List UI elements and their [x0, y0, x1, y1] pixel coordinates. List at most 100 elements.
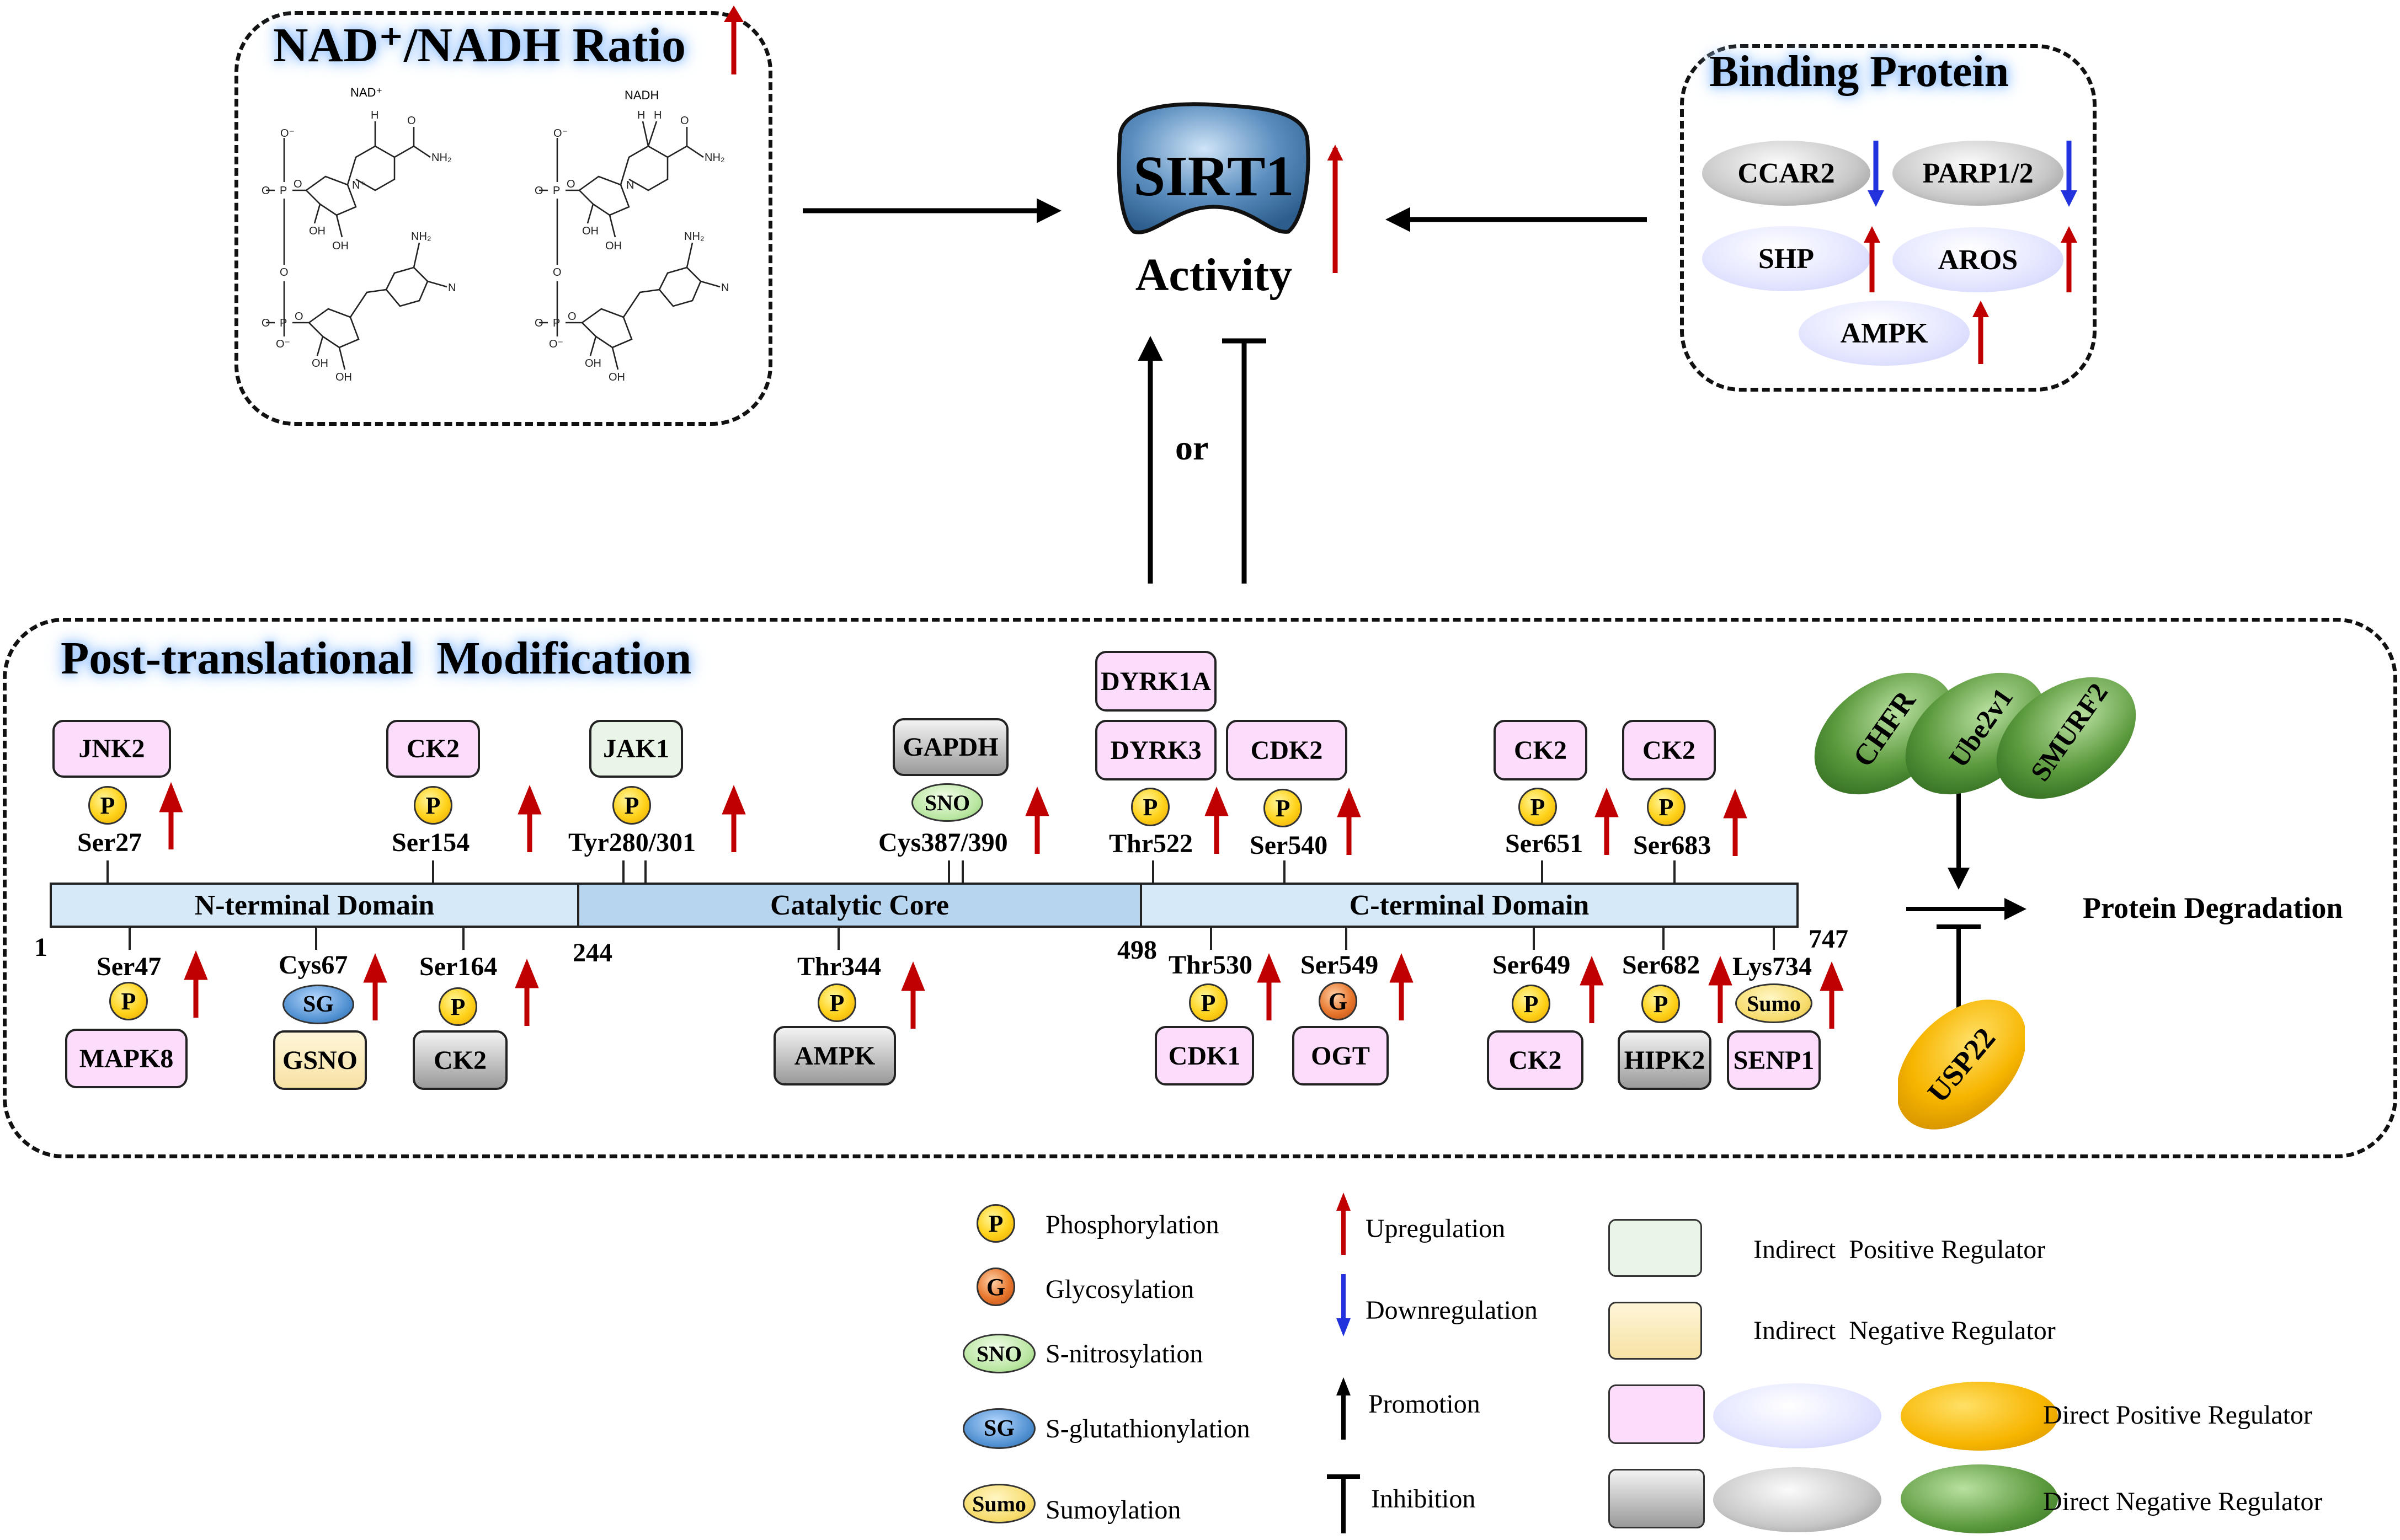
legend-s-nitrosylation: S-nitrosylation	[1046, 1339, 1203, 1368]
up-arrow-ser651	[1594, 788, 1619, 855]
legend-arrow-icons	[1327, 1193, 1360, 1533]
phosphorylation-mark-thr530: P	[1189, 983, 1228, 1022]
nadh-o-bridge: O	[553, 266, 562, 279]
legend-direct-positive-degradation-swatch	[1901, 1382, 2058, 1451]
legend-sumoylation-icon: Sumo	[963, 1484, 1036, 1523]
position-747: 747	[1809, 924, 1848, 954]
phosphorylation-mark-ser164: P	[439, 987, 477, 1026]
site-thr522: Thr522	[1109, 829, 1193, 858]
nad-nh2-2: NH₂	[411, 231, 431, 243]
nad-o-2: O	[295, 311, 303, 323]
site-ser651: Ser651	[1505, 829, 1583, 858]
protein-degradation-label: Protein Degradation	[2083, 891, 2343, 924]
sirt1-label: SIRT1	[1133, 145, 1294, 208]
nad-structure-label: NAD⁺	[350, 85, 383, 99]
nad-ratio-title: NAD⁺/NADH Ratio	[273, 19, 686, 72]
up-arrow-thr344	[901, 961, 925, 1029]
legend-s-nitrosylation-icon: SNO	[963, 1334, 1036, 1373]
ptm-title: Post-translational Modification	[61, 633, 692, 684]
site-tyr280-301: Tyr280/301	[568, 828, 696, 857]
ptm-panel	[3, 618, 2397, 1158]
position-1: 1	[34, 933, 47, 962]
position-244: 244	[573, 938, 612, 967]
site-thr530: Thr530	[1169, 950, 1253, 980]
phosphorylation-mark-ser27: P	[88, 786, 127, 825]
regulator-ampk: AMPK	[774, 1026, 896, 1086]
site-ser47: Ser47	[97, 952, 162, 981]
up-arrow-ser164	[515, 959, 539, 1026]
legend-promotion: Promotion	[1368, 1389, 1480, 1419]
site-ser649: Ser649	[1492, 950, 1571, 980]
regulator-gsno: GSNO	[273, 1030, 367, 1090]
binding-protein-title: Binding Protein	[1709, 47, 2009, 96]
regulator-dyrk1a: DYRK1A	[1095, 651, 1217, 712]
legend-downregulation-icon	[1336, 1274, 1351, 1336]
regulator-ck2-ser649: CK2	[1487, 1030, 1583, 1090]
legend-indirect-negative: Indirect Negative Regulator	[1753, 1316, 2056, 1345]
binding-protein-panel	[1680, 44, 2097, 392]
legend-downregulation: Downregulation	[1366, 1296, 1538, 1325]
nadh-oh-3: OH	[609, 371, 625, 383]
nadh-n: N	[626, 179, 634, 191]
c-terminal-domain: C-terminal Domain	[1140, 883, 1799, 928]
legend-indirect-negative-swatch	[1608, 1302, 1702, 1360]
nadh-structure-label: NADH	[625, 88, 659, 102]
regulator-ck2-ser154: CK2	[386, 720, 480, 778]
site-ser540: Ser540	[1250, 831, 1328, 860]
legend-s-glutathionylation: S-glutathionylation	[1046, 1414, 1250, 1443]
glycosylation-mark-ser549: G	[1319, 982, 1357, 1020]
degradation-ligase-ovals	[1814, 672, 2136, 799]
legend-direct-positive-oval-swatch	[1713, 1383, 1881, 1448]
legend-direct-negative: Direct Negative Regulator	[2043, 1487, 2323, 1516]
site-ser154: Ser154	[392, 828, 470, 857]
nadh-p-2: P	[553, 317, 560, 329]
up-arrow-cys67	[363, 953, 387, 1020]
nadh-o-amide: O	[680, 115, 689, 127]
up-arrow-lys734	[1820, 961, 1844, 1029]
usp22-oval	[1898, 999, 2025, 1130]
phosphorylation-mark-thr344: P	[818, 983, 856, 1022]
nad-structure: O⁻ O P O O O P O O⁻ N⁺ H NH₂ O OH OH NH₂…	[262, 109, 456, 383]
nad-n-plus: N⁺	[352, 179, 366, 191]
legend-sumoylation: Sumoylation	[1046, 1495, 1181, 1525]
or-label: or	[1175, 428, 1209, 467]
phosphorylation-mark-ser154: P	[414, 786, 452, 825]
nadh-o-minus-top: O⁻	[553, 127, 568, 140]
nadh-h-1: H	[637, 109, 645, 121]
nad-h: H	[371, 109, 378, 121]
site-ser682: Ser682	[1622, 950, 1700, 980]
nadh-o-2: O	[568, 311, 577, 323]
legend-inhibition-icon	[1327, 1474, 1360, 1533]
nadh-o-minus-bottom: O⁻	[549, 338, 563, 350]
up-arrow-ser683	[1723, 789, 1747, 856]
up-arrow-ser649	[1580, 956, 1604, 1023]
regulator-dyrk3: DYRK3	[1095, 720, 1217, 780]
regulator-cdk1: CDK1	[1155, 1026, 1254, 1086]
legend-s-glutathionylation-icon: SG	[963, 1408, 1036, 1449]
nad-oh-2: OH	[309, 225, 326, 237]
phosphorylation-mark-ser649: P	[1512, 985, 1550, 1023]
nad-o-minus-top: O⁻	[280, 127, 295, 140]
phosphorylation-mark-ser540: P	[1263, 789, 1302, 827]
nadh-nh2-2: NH₂	[684, 231, 705, 243]
site-ser27: Ser27	[77, 828, 142, 857]
regulator-ck2-ser683: CK2	[1622, 720, 1716, 780]
site-cys387-390: Cys387/390	[878, 828, 1008, 857]
nad-up-arrow	[724, 6, 744, 74]
regulator-jnk2: JNK2	[52, 720, 171, 778]
legend-upregulation-icon	[1336, 1193, 1351, 1255]
legend-glycosylation: Glycosylation	[1046, 1275, 1194, 1304]
phosphorylation-mark-tyr280: P	[612, 786, 651, 825]
legend-promotion-icon	[1336, 1377, 1351, 1440]
binding-ccar2: CCAR2	[1702, 141, 1870, 206]
binding-regulation-arrows	[1864, 141, 2077, 364]
nadh-nh2-1: NH₂	[705, 152, 725, 164]
site-thr344: Thr344	[797, 952, 882, 981]
regulator-ck2-ser164: CK2	[413, 1030, 508, 1090]
nadh-oh-2: OH	[582, 225, 599, 237]
nad-o-1: O	[294, 178, 302, 190]
nadh-h-2: H	[654, 109, 662, 121]
s-glutathionylation-mark-cys67: SG	[282, 985, 354, 1024]
regulator-ck2-ser651: CK2	[1494, 720, 1587, 780]
binding-ampk: AMPK	[1799, 301, 1970, 366]
